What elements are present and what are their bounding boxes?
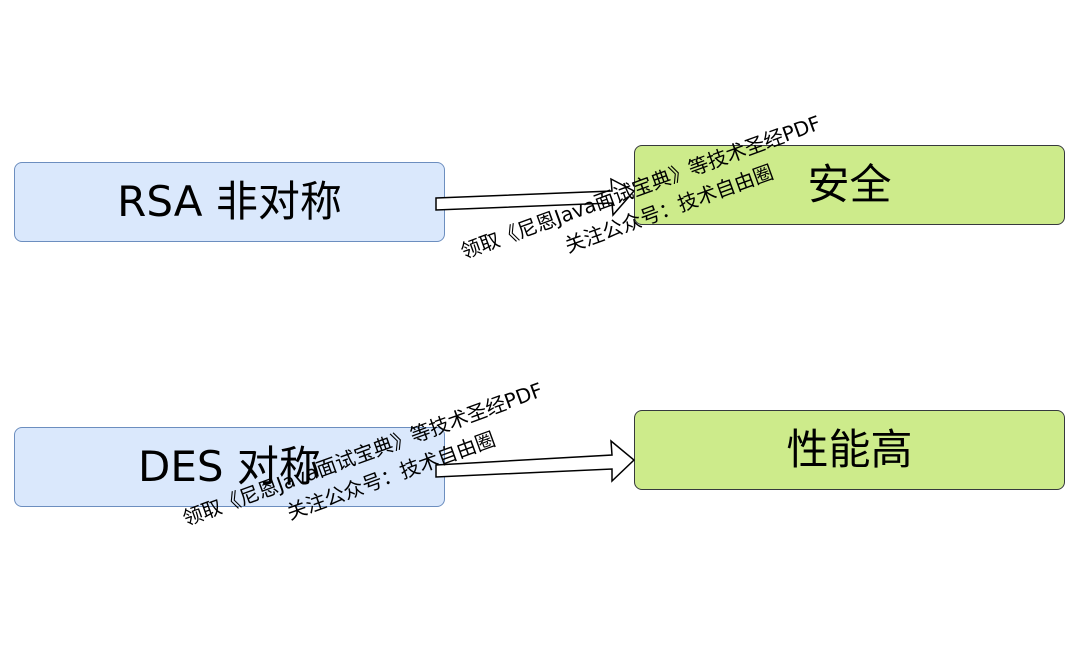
des-symmetric-label: DES 对称 — [138, 442, 321, 491]
des-to-performance-arrow[interactable] — [435, 439, 636, 483]
security-node[interactable]: 安全 — [634, 145, 1065, 225]
security-label: 安全 — [807, 160, 892, 209]
performance-label: 性能高 — [786, 425, 913, 474]
performance-node[interactable]: 性能高 — [634, 410, 1065, 490]
rsa-to-security-arrow[interactable] — [435, 177, 636, 217]
des-symmetric-node[interactable]: DES 对称 — [14, 427, 445, 507]
rsa-asymmetric-label: RSA 非对称 — [117, 177, 342, 226]
rsa-asymmetric-node[interactable]: RSA 非对称 — [14, 162, 445, 242]
